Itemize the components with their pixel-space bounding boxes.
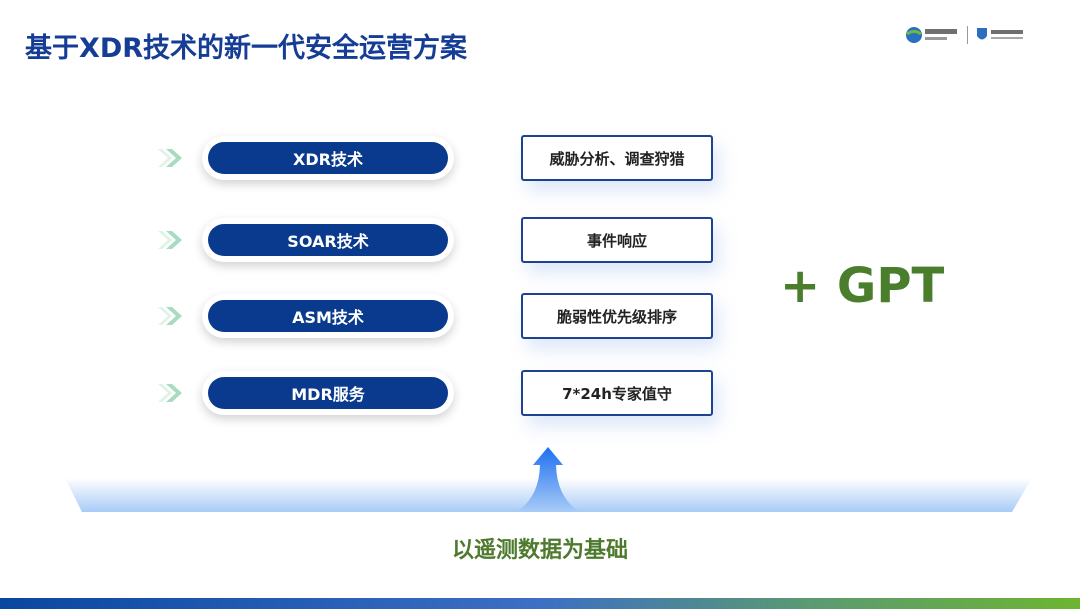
capability-box: 事件响应: [521, 217, 713, 263]
tech-pill: ASM技术: [202, 294, 454, 338]
tech-pill: XDR技术: [202, 136, 454, 180]
tech-label: XDR技术: [208, 142, 448, 174]
page-title: 基于XDR技术的新一代安全运营方案: [25, 33, 468, 64]
chevron-right-icon: [158, 149, 182, 167]
up-arrow-icon: [516, 447, 580, 512]
capability-box: 威胁分析、调查狩猎: [521, 135, 713, 181]
capability-box: 脆弱性优先级排序: [521, 293, 713, 339]
tech-label: ASM技术: [208, 300, 448, 332]
sangfor-logo: [906, 26, 1023, 44]
capability-box: 7*24h专家值守: [521, 370, 713, 416]
gpt-label: + GPT: [780, 258, 945, 314]
tech-label: SOAR技术: [208, 224, 448, 256]
chevron-right-icon: [158, 384, 182, 402]
tech-pill: MDR服务: [202, 371, 454, 415]
chevron-right-icon: [158, 307, 182, 325]
foundation-platform: [65, 447, 1032, 512]
tech-pill: SOAR技术: [202, 218, 454, 262]
tech-label: MDR服务: [208, 377, 448, 409]
footer-bar: [0, 598, 1080, 609]
chevron-right-icon: [158, 231, 182, 249]
foundation-text: 以遥测数据为基础: [451, 538, 628, 563]
